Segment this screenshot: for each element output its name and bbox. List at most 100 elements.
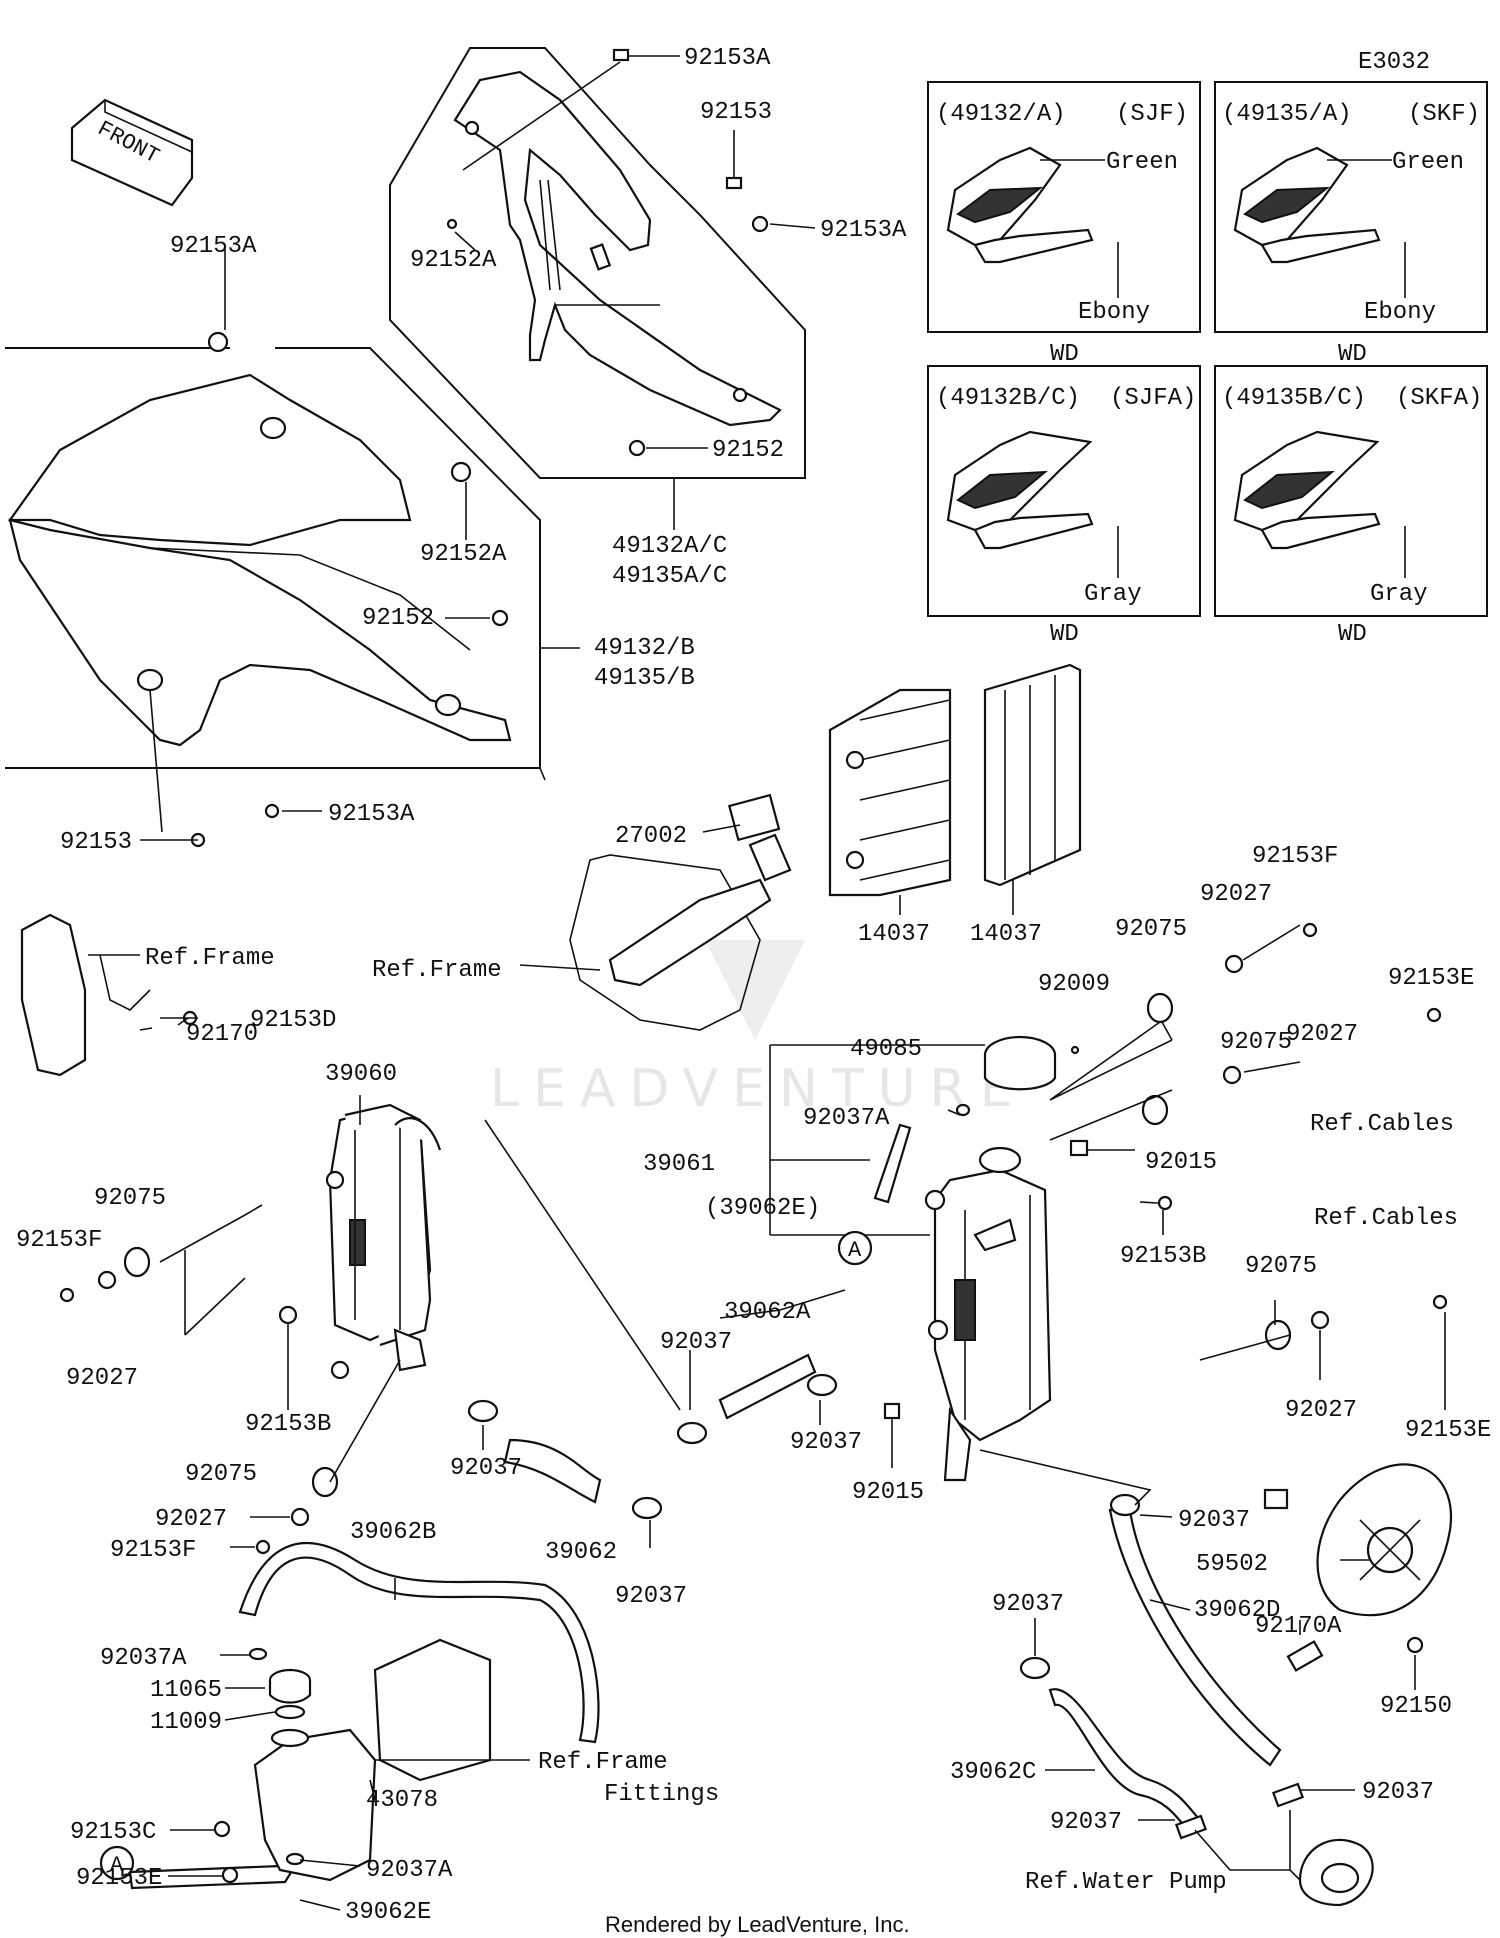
variant-box-1: (49132/A) (SJF) Green Ebony WD — [927, 81, 1201, 368]
part-label: 92075 — [94, 1185, 166, 1212]
variant-code: (49135B/C) — [1222, 385, 1366, 412]
part-label: 39062C — [950, 1759, 1036, 1786]
part-label: 92153 — [700, 99, 772, 126]
part-label: 92015 — [1145, 1149, 1217, 1176]
part-label: 92153A — [820, 217, 907, 244]
part-label: 92170A — [1255, 1613, 1342, 1640]
diagram-id: E3032 — [1358, 49, 1430, 76]
part-label: 39062A — [724, 1299, 811, 1326]
watermark-text: LEADVENTURE — [490, 1059, 1027, 1119]
leader-lines — [88, 55, 1446, 1911]
hose-39062D — [1108, 1508, 1282, 1767]
part-label: 92037A — [100, 1645, 187, 1672]
part-label: 92153E — [1405, 1417, 1491, 1444]
part-label: 92037 — [615, 1583, 687, 1610]
right-radiator — [924, 1146, 1052, 1482]
part-label: 14037 — [970, 921, 1042, 948]
part-label: 92153F — [16, 1227, 102, 1254]
radiator-louvers — [828, 663, 1082, 897]
part-label: 92037 — [660, 1329, 732, 1356]
part-label: 92037 — [790, 1429, 862, 1456]
part-label: 43078 — [366, 1787, 438, 1814]
part-label: 11065 — [150, 1677, 222, 1704]
part-label: 92009 — [1038, 971, 1110, 998]
part-label: 92153F — [1252, 843, 1338, 870]
variant-top-color: Green — [1392, 149, 1464, 176]
variant-code: (49132/A) — [936, 101, 1066, 128]
part-label: 92153C — [70, 1819, 156, 1846]
variant-bottom-color: Ebony — [1078, 299, 1150, 326]
part-label: 92075 — [1245, 1253, 1317, 1280]
part-label: 92153E — [76, 1865, 162, 1892]
part-label: 92037 — [992, 1591, 1064, 1618]
part-label: 92153B — [1120, 1243, 1206, 1270]
variant-footer: WD — [1050, 621, 1079, 648]
part-label: Ref.Cables — [1310, 1111, 1454, 1138]
water-pump — [1298, 1838, 1374, 1907]
part-label: Ref.Cables — [1314, 1205, 1458, 1232]
inner-shroud-assembly — [389, 47, 806, 479]
variant-footer: WD — [1050, 341, 1079, 368]
part-label: 92153D — [250, 1007, 336, 1034]
variant-code: (49132B/C) — [936, 385, 1080, 412]
part-label: 92037 — [1362, 1779, 1434, 1806]
part-label: Ref.Frame — [538, 1749, 668, 1776]
part-label: 39062D — [1194, 1597, 1280, 1624]
outer-shroud-assembly — [5, 347, 541, 769]
watermark-logo — [705, 940, 805, 1040]
part-label: (39062E) — [705, 1195, 820, 1222]
part-label: 59502 — [1196, 1551, 1268, 1578]
part-label: 92037 — [450, 1455, 522, 1482]
part-label: 92153 — [60, 829, 132, 856]
part-label: 92037 — [1178, 1507, 1250, 1534]
render-credit: Rendered by LeadVenture, Inc. — [605, 1912, 910, 1937]
variant-suffix: (SJFA) — [1110, 385, 1196, 412]
part-label: 49132/B — [594, 635, 695, 662]
part-label: 92150 — [1380, 1693, 1452, 1720]
left-radiator — [325, 1103, 442, 1380]
radiator-cap — [983, 1035, 1057, 1091]
variant-suffix: (SJF) — [1116, 101, 1188, 128]
cooling-fan — [1263, 1463, 1453, 1617]
hose-39062C — [1048, 1688, 1202, 1830]
part-label: 39062E — [345, 1899, 431, 1926]
variant-bottom-color: Gray — [1370, 581, 1428, 608]
part-label: 92027 — [1200, 881, 1272, 908]
part-label: 39060 — [325, 1061, 397, 1088]
hose-39062 — [503, 1438, 602, 1504]
part-label: 49085 — [850, 1036, 922, 1063]
callout-a-lower: A — [99, 1845, 135, 1881]
variant-bottom-color: Gray — [1084, 581, 1142, 608]
part-label: 49132A/C — [612, 533, 727, 560]
variant-footer: WD — [1338, 341, 1367, 368]
hose-39062B — [238, 1542, 600, 1744]
part-label: 92152A — [410, 247, 497, 274]
part-label: 92037A — [366, 1857, 453, 1884]
frame-bracket-upper — [569, 833, 792, 1031]
variant-box-4: (49135B/C) (SKFA) Gray WD — [1214, 365, 1488, 648]
part-label: 11009 — [150, 1709, 222, 1736]
small-fasteners — [59, 48, 1448, 1884]
part-label: 92170 — [186, 1021, 258, 1048]
part-label: 39062 — [545, 1539, 617, 1566]
part-label: 92152 — [362, 605, 434, 632]
part-label: 92037A — [803, 1105, 890, 1132]
part-label: 39062B — [350, 1519, 436, 1546]
variant-suffix: (SKF) — [1408, 101, 1480, 128]
variant-box-2: (49135/A) (SKF) Green Ebony WD — [1214, 81, 1488, 368]
variant-suffix: (SKFA) — [1396, 385, 1482, 412]
part-label: 14037 — [858, 921, 930, 948]
part-label: 92153A — [684, 45, 771, 72]
part-label: 92153F — [110, 1537, 196, 1564]
part-label: 92153A — [170, 233, 257, 260]
part-label: 92153B — [245, 1411, 331, 1438]
callout-a-upper: A — [837, 1230, 873, 1266]
part-label: 49135A/C — [612, 563, 727, 590]
front-arrow-icon: FRONT — [70, 98, 194, 207]
variant-top-color: Green — [1106, 149, 1178, 176]
part-label: 92027 — [66, 1365, 138, 1392]
part-label: 92027 — [1285, 1397, 1357, 1424]
part-label: 92037 — [1050, 1809, 1122, 1836]
